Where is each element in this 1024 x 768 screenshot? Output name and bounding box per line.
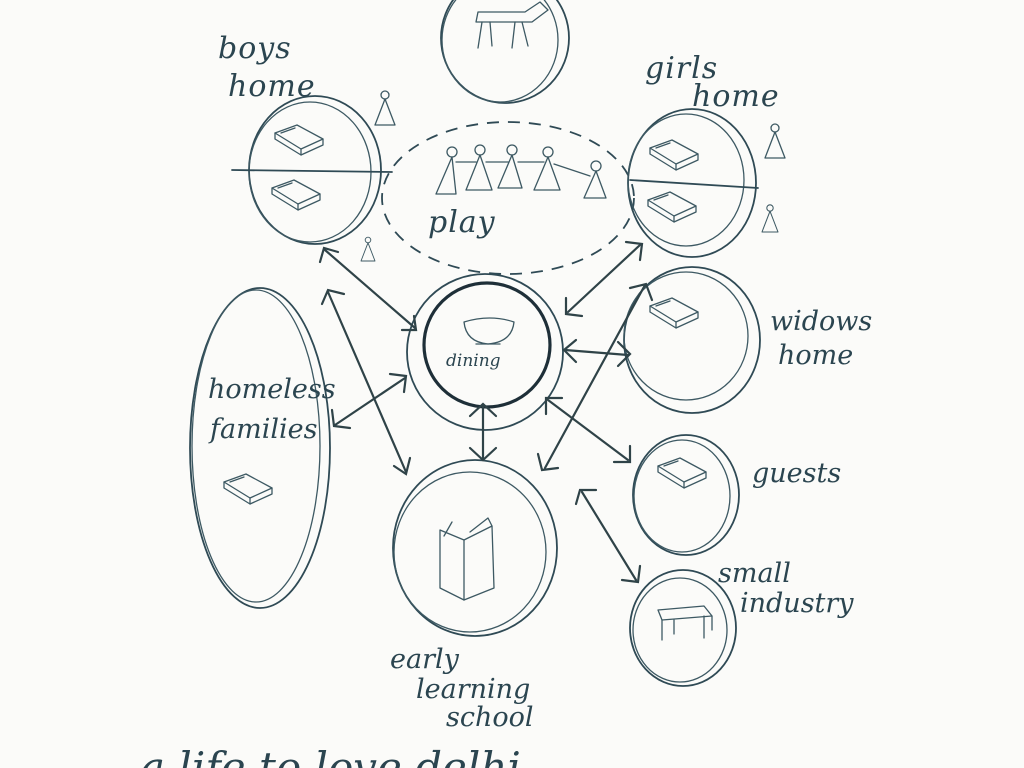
bed-icon	[649, 139, 699, 171]
caption: a life to love delhi	[140, 743, 521, 768]
connection-arrows	[318, 240, 654, 584]
table-icon	[657, 605, 713, 641]
animal-icon	[475, 1, 549, 49]
bowl-icon	[463, 317, 515, 345]
early-learning-school-label-line2: learning	[416, 674, 530, 705]
widows-home-label-line2: home	[778, 340, 853, 371]
homeless-families-label-line2: families	[208, 414, 317, 445]
homeless-families-label-line1: homeless	[208, 374, 336, 405]
boys-home-label-line1: boys	[218, 31, 292, 66]
person-icon	[761, 204, 779, 233]
arrow-dining-school	[468, 402, 498, 462]
play-label: play	[428, 205, 496, 240]
arrow-dining-guests	[544, 396, 632, 464]
book-icon	[439, 517, 495, 601]
guests-zone: guests	[632, 434, 841, 556]
homeless-families-zone: homeless families	[189, 287, 336, 609]
small-industry-label-line1: small	[718, 558, 791, 589]
guests-label: guests	[752, 458, 841, 489]
girls-home-label-line1: girls	[645, 51, 718, 86]
bed-icon	[274, 124, 324, 156]
widows-home-label-line1: widows	[770, 306, 872, 337]
play-zone: play	[381, 121, 635, 275]
dining-label: dining	[446, 351, 501, 371]
small-industry-label-line2: industry	[740, 588, 854, 619]
small-industry-zone: small industry	[629, 558, 854, 687]
bed-icon	[223, 473, 273, 505]
early-learning-school-zone: early learning school	[390, 459, 558, 733]
bed-icon	[647, 191, 697, 223]
boys-home-label-line2: home	[228, 69, 316, 104]
arrow-school-industry	[574, 488, 642, 584]
arrow-girls-dining	[564, 240, 644, 318]
bed-icon	[649, 297, 699, 329]
bed-icon	[657, 457, 707, 489]
person-icon	[764, 123, 786, 159]
early-learning-school-label-line3: school	[446, 702, 534, 733]
arrow-boys-school	[320, 288, 412, 476]
girls-home-label-line2: home	[692, 79, 780, 114]
widows-home-zone: widows home	[623, 266, 872, 414]
top-animal-zone	[440, 0, 570, 104]
person-icon	[374, 90, 396, 126]
bed-icon	[271, 179, 321, 211]
arrow-widows-dining	[562, 338, 632, 368]
boys-home-zone: boys home	[218, 31, 396, 262]
arrow-girls-school	[536, 282, 654, 472]
early-learning-school-label-line1: early	[390, 644, 460, 675]
girls-home-zone: girls home	[627, 51, 786, 258]
person-icon	[360, 236, 376, 262]
arrow-homeless-dining	[330, 372, 408, 430]
people-group-icon	[435, 144, 607, 199]
arrow-boys-dining	[318, 246, 418, 332]
